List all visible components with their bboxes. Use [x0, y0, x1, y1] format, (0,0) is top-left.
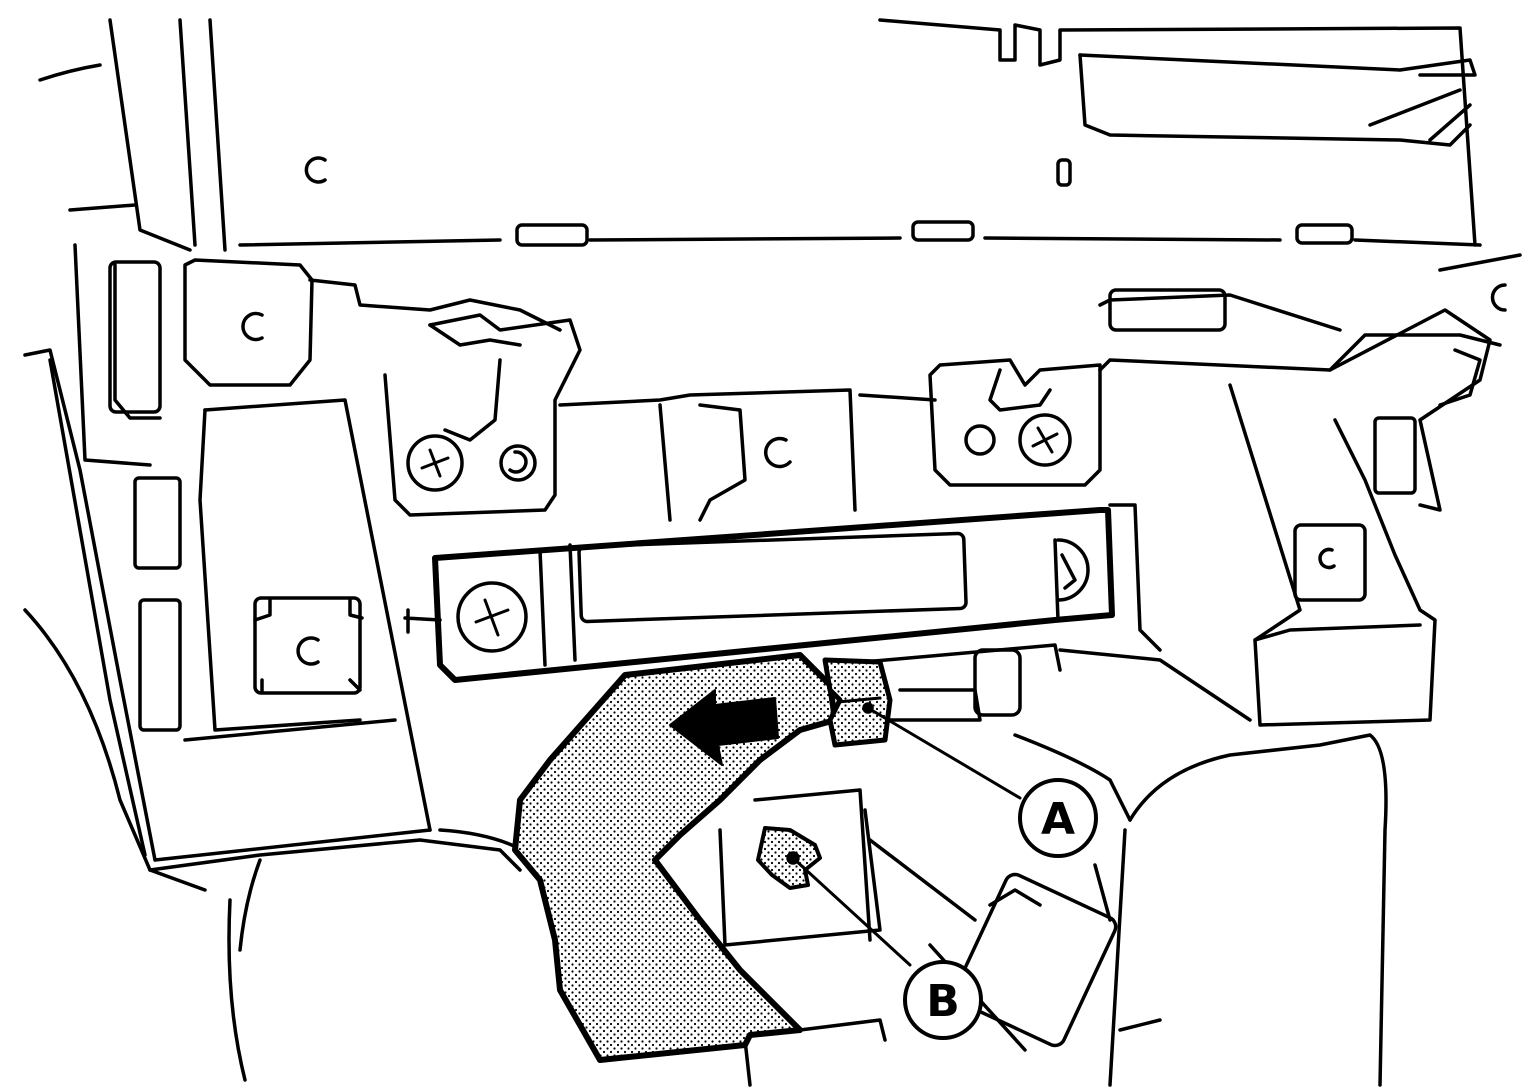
left-bracket — [23, 243, 432, 862]
connector-icon — [973, 648, 1022, 717]
clip-hole-top-left — [304, 156, 327, 184]
callout-a-label: A — [1041, 794, 1075, 845]
callout-b: B — [903, 960, 983, 1040]
clip-hole-right — [1318, 547, 1336, 570]
arrow-left-icon — [669, 689, 779, 766]
clip-hole-left — [296, 636, 320, 666]
clip-hole-hinge-left — [241, 311, 264, 342]
right-hinge — [928, 253, 1522, 487]
center-panel — [558, 388, 937, 522]
callout-b-label: B — [926, 976, 960, 1027]
screw-icon — [1056, 538, 1090, 602]
upper-panel — [38, 18, 1482, 252]
screw-icon — [406, 434, 464, 492]
clip-hole-right-edge — [1490, 283, 1507, 312]
connector-icon — [952, 872, 1118, 1048]
clip-left — [253, 596, 362, 695]
screw-icon — [1018, 413, 1072, 467]
clip-b — [756, 826, 822, 890]
leader-line-a — [866, 706, 1022, 800]
callout-a: A — [1018, 778, 1098, 858]
clip-right — [1293, 523, 1367, 602]
leader-line-b — [791, 856, 912, 967]
right-bracket — [1228, 308, 1492, 727]
control-module — [403, 503, 1162, 683]
pull-strap — [512, 652, 838, 1063]
clip-hole-center — [763, 436, 792, 469]
lower-frame — [23, 608, 1388, 1087]
left-hinge — [183, 258, 582, 517]
clip-a — [822, 657, 893, 748]
screw-icon — [456, 581, 528, 653]
connector-group — [828, 643, 1252, 722]
